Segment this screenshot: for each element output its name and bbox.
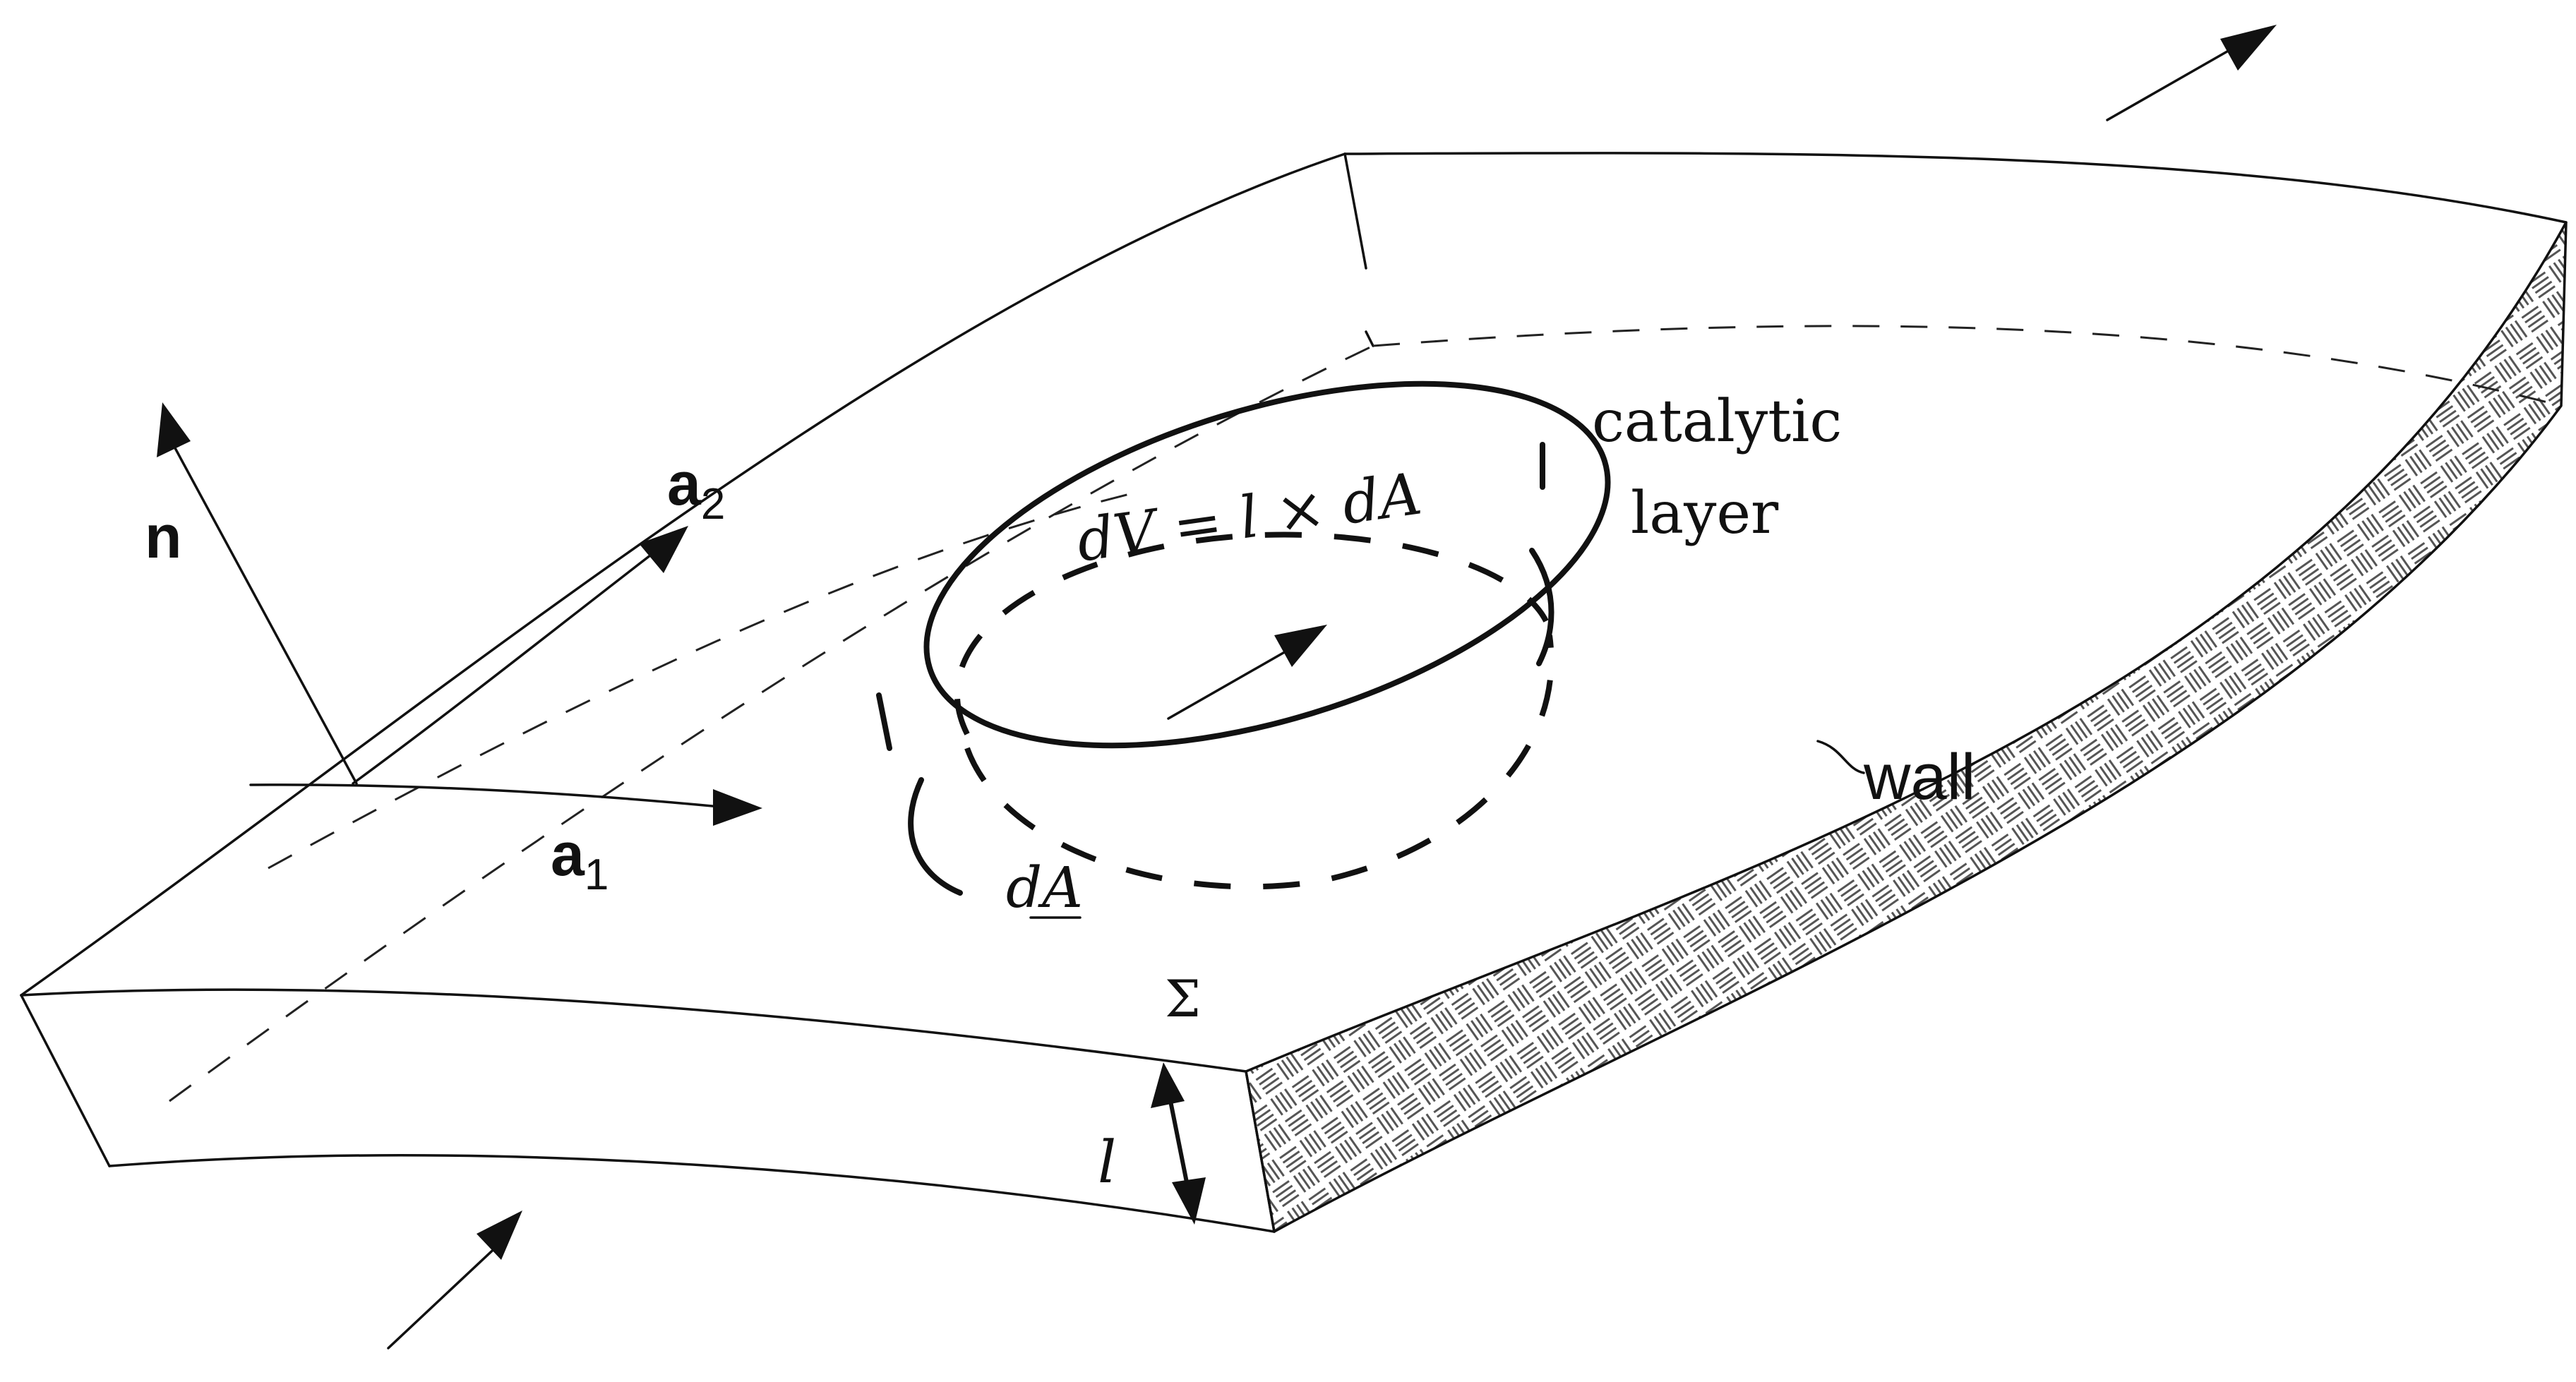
a2-label: a2	[667, 450, 725, 529]
a2-coordinate-curve	[352, 549, 658, 785]
volume-bottom-ellipse-back	[954, 531, 1549, 735]
hidden-edges	[169, 325, 2562, 1102]
slab-back-corner-stub	[1365, 330, 1374, 347]
slab-left-vertical-edge	[20, 994, 111, 1167]
a1-coordinate-curve	[249, 783, 721, 808]
area-label: dA	[1006, 855, 1083, 920]
a2-arrowhead	[639, 526, 688, 573]
slab-outline	[20, 152, 2568, 1233]
slab-top-back-edge	[20, 152, 1346, 997]
volume-bottom-left-arc	[908, 777, 963, 896]
a1-label: a1	[551, 821, 609, 899]
slab-top-right-edge	[1343, 152, 2568, 224]
slab-front-top-edge	[20, 988, 1247, 1073]
slab-right-vertical-edge	[1245, 1070, 1276, 1233]
volume-equation-label: dV = l × dA	[1073, 460, 1426, 575]
volume-bottom-ellipse-front	[964, 635, 1554, 890]
flow-arrow-in	[387, 1210, 522, 1350]
thickness-label: l	[1098, 1129, 1116, 1196]
a1-arrowhead	[713, 789, 762, 826]
wall-label: wall	[1863, 741, 1975, 813]
inner-flow-arrowhead	[1274, 625, 1327, 667]
thickness-arrowhead-top	[1151, 1062, 1185, 1108]
wall-face	[1245, 221, 2568, 1233]
normal-vector-shaft	[168, 436, 358, 785]
normal-label: n	[145, 503, 182, 571]
hidden-back-bottom-edge	[1372, 325, 2562, 407]
wall-leader-line	[1816, 740, 1865, 774]
volume-right-lower-side	[1529, 548, 1554, 666]
volume-left-side	[876, 692, 892, 751]
hidden-left-bottom-edge	[169, 344, 1374, 1102]
flow-arrow-out	[2106, 25, 2277, 121]
coordinate-line-dashed	[268, 493, 1130, 870]
slab-front-bottom-edge	[108, 1154, 1276, 1233]
normal-vector-arrowhead	[157, 402, 191, 457]
volume-top-ellipse	[923, 380, 1611, 749]
slab-back-vertical-edge	[1343, 152, 1367, 270]
sigma-label: Σ	[1165, 969, 1201, 1028]
thickness-arrow-shaft	[1166, 1088, 1192, 1198]
catalytic-layer-label-line2: layer	[1631, 480, 1779, 547]
inner-flow-arrow-shaft	[1167, 647, 1293, 720]
catalytic-layer-label-line1: catalytic	[1592, 388, 1842, 455]
thickness-arrowhead-bottom	[1172, 1177, 1206, 1225]
